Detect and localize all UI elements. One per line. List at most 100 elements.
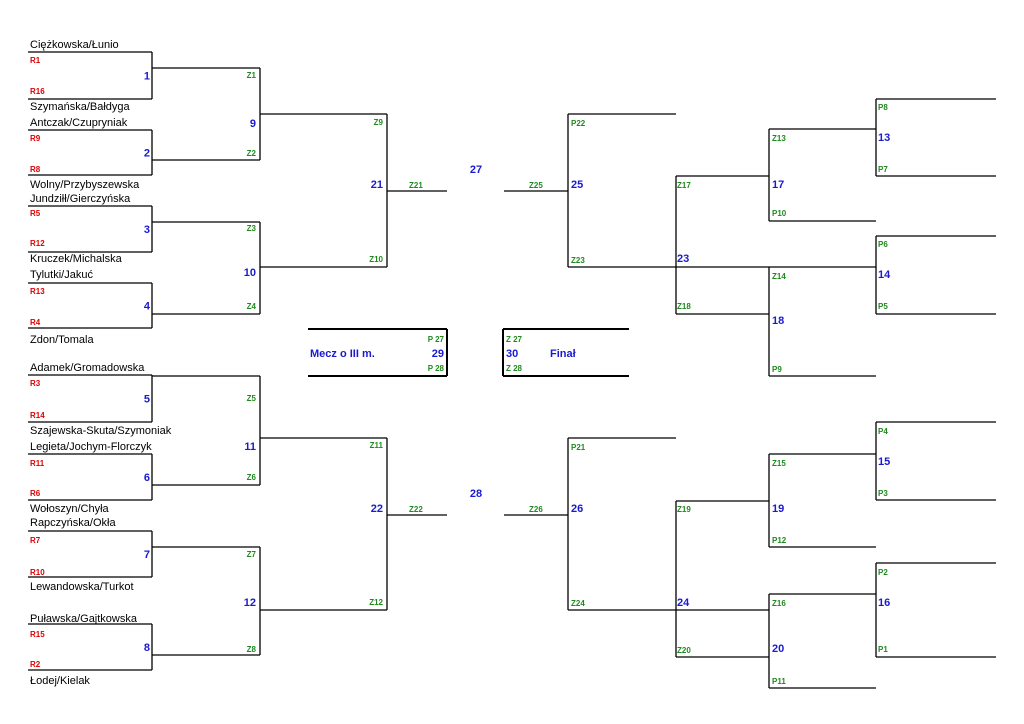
path-label: Z4 (247, 302, 257, 311)
match-number: 8 (144, 642, 150, 654)
third-place-title: Mecz o III m. (310, 348, 375, 360)
path-label: Z22 (409, 505, 423, 514)
path-label: Z16 (772, 599, 786, 608)
match-number: 10 (244, 267, 256, 279)
team-name: Puławska/Gajtkowska (30, 613, 138, 625)
seed-label: R1 (30, 56, 41, 65)
team-name: Szymańska/Bałdyga (30, 101, 131, 113)
match-number: 7 (144, 549, 150, 561)
path-label: P3 (878, 489, 888, 498)
team-name: Jundziłł/Gierczyńska (30, 193, 131, 205)
match-number: 4 (144, 301, 151, 313)
team-name: Łodej/Kielak (30, 675, 90, 687)
path-label: Z25 (529, 181, 543, 190)
path-label: P21 (571, 443, 586, 452)
path-label: P7 (878, 165, 888, 174)
match-number: 24 (677, 597, 690, 609)
team-name: Legieta/Jochym-Florczyk (30, 441, 152, 453)
final-number: 30 (506, 348, 518, 360)
path-label: Z 28 (506, 364, 523, 373)
path-label: Z12 (369, 598, 383, 607)
path-label: Z7 (247, 550, 257, 559)
seed-label: R14 (30, 411, 45, 420)
path-label: Z3 (247, 224, 257, 233)
path-label: Z18 (677, 302, 691, 311)
seed-label: R2 (30, 660, 41, 669)
seed-label: R5 (30, 209, 41, 218)
path-label: P5 (878, 302, 888, 311)
path-label: Z5 (247, 394, 257, 403)
path-label: Z17 (677, 181, 691, 190)
match-number: 12 (244, 597, 256, 609)
path-label: Z10 (369, 255, 383, 264)
match-number: 2 (144, 148, 150, 160)
seed-label: R11 (30, 459, 45, 468)
seed-label: R12 (30, 239, 45, 248)
match-number: 5 (144, 394, 150, 406)
seed-label: R13 (30, 287, 45, 296)
path-label: Z21 (409, 181, 423, 190)
match-number: 21 (371, 179, 383, 191)
match-number: 16 (878, 597, 890, 609)
match-number: 17 (772, 179, 784, 191)
match-number: 9 (250, 118, 256, 130)
seed-label: R4 (30, 318, 41, 327)
path-label: Z9 (374, 118, 384, 127)
path-label: Z15 (772, 459, 786, 468)
seed-label: R16 (30, 87, 45, 96)
path-label: Z8 (247, 645, 257, 654)
match-number: 22 (371, 503, 383, 515)
match-number: 18 (772, 315, 784, 327)
team-name: Lewandowska/Turkot (30, 581, 134, 593)
path-label: Z19 (677, 505, 691, 514)
path-label: Z26 (529, 505, 543, 514)
team-name: Kruczek/Michalska (30, 253, 123, 265)
path-label: Z 27 (506, 335, 523, 344)
match-number: 25 (571, 179, 583, 191)
path-label: Z1 (247, 71, 257, 80)
path-label: P11 (772, 677, 786, 686)
path-label: P1 (878, 645, 888, 654)
path-label: P12 (772, 536, 787, 545)
seed-label: R6 (30, 489, 41, 498)
path-label: Z14 (772, 272, 786, 281)
team-name: Antczak/Czupryniak (30, 117, 128, 129)
match-number: 23 (677, 253, 689, 265)
path-label: P22 (571, 119, 586, 128)
path-label: P10 (772, 209, 787, 218)
match-number: 20 (772, 643, 784, 655)
match-number: 11 (244, 441, 256, 453)
path-label: P4 (878, 427, 888, 436)
team-name: Adamek/Gromadowska (30, 362, 145, 374)
team-name: Tylutki/Jakuć (30, 269, 93, 281)
path-label: Z20 (677, 646, 691, 655)
path-label: P 27 (428, 335, 445, 344)
team-name: Ciężkowska/Łunio (30, 39, 119, 51)
match-number: 3 (144, 224, 150, 236)
path-label: P9 (772, 365, 782, 374)
path-label: Z23 (571, 256, 585, 265)
match-number: 19 (772, 503, 784, 515)
path-label: Z6 (247, 473, 257, 482)
path-label: Z13 (772, 134, 786, 143)
path-label: Z11 (370, 441, 384, 450)
match-number: 1 (144, 71, 150, 83)
path-label: P8 (878, 103, 888, 112)
match-number: 14 (878, 269, 891, 281)
team-name: Rapczyńska/Okła (30, 517, 116, 529)
third-place-number: 29 (432, 348, 444, 360)
seed-label: R15 (30, 630, 45, 639)
path-label: P2 (878, 568, 888, 577)
seed-label: R10 (30, 568, 45, 577)
seed-label: R7 (30, 536, 41, 545)
path-label: P6 (878, 240, 888, 249)
path-label: Z2 (247, 149, 257, 158)
semifinal-number: 27 (470, 164, 482, 176)
team-name: Szajewska-Skuta/Szymoniak (30, 425, 172, 437)
team-name: Zdon/Tomala (30, 334, 94, 346)
seed-label: R9 (30, 134, 41, 143)
path-label: P 28 (428, 364, 445, 373)
path-label: Z24 (571, 599, 585, 608)
team-name: Wolny/Przybyszewska (30, 179, 140, 191)
